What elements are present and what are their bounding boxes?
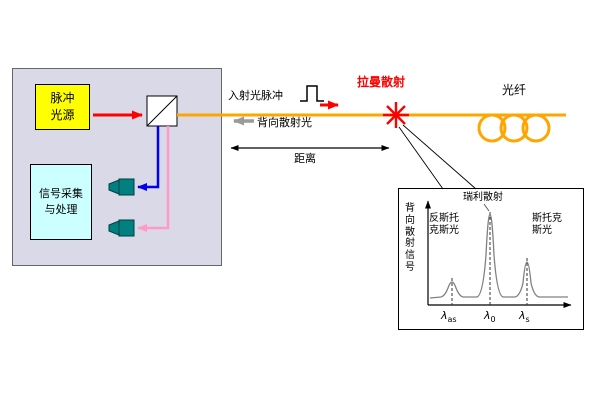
spectrum-y-axis-label: 背向散射信号 xyxy=(405,203,415,273)
rayleigh-peak-label: 瑞利散射 xyxy=(463,192,503,203)
callout-lines xyxy=(398,124,477,190)
signal-processing-label: 信号采集与处理 xyxy=(39,186,83,217)
pulse-source-box: 脉冲光源 xyxy=(35,84,90,130)
stokes-peak-label: 斯托克斯光 xyxy=(532,213,562,236)
x-tick-stokes: λs xyxy=(519,309,530,325)
backscatter-label: 背向散射光 xyxy=(257,116,312,129)
pulse-source-label: 脉冲光源 xyxy=(50,90,75,122)
x-tick-rayleigh: λ0 xyxy=(484,309,496,325)
incident-pulse-label: 入射光脉冲 xyxy=(228,89,283,102)
x-tick-anti-stokes: λas xyxy=(441,309,457,325)
optical-fiber xyxy=(177,113,566,143)
distance-label: 距离 xyxy=(294,152,316,165)
pulse-waveform-icon xyxy=(300,85,324,102)
raman-scatter-burst-icon xyxy=(383,102,409,128)
signal-processing-box: 信号采集与处理 xyxy=(30,164,92,240)
anti-stokes-peak-label: 反斯托克斯光 xyxy=(429,213,459,236)
fiber-label: 光纤 xyxy=(502,83,527,97)
raman-scatter-label: 拉曼散射 xyxy=(357,75,406,89)
